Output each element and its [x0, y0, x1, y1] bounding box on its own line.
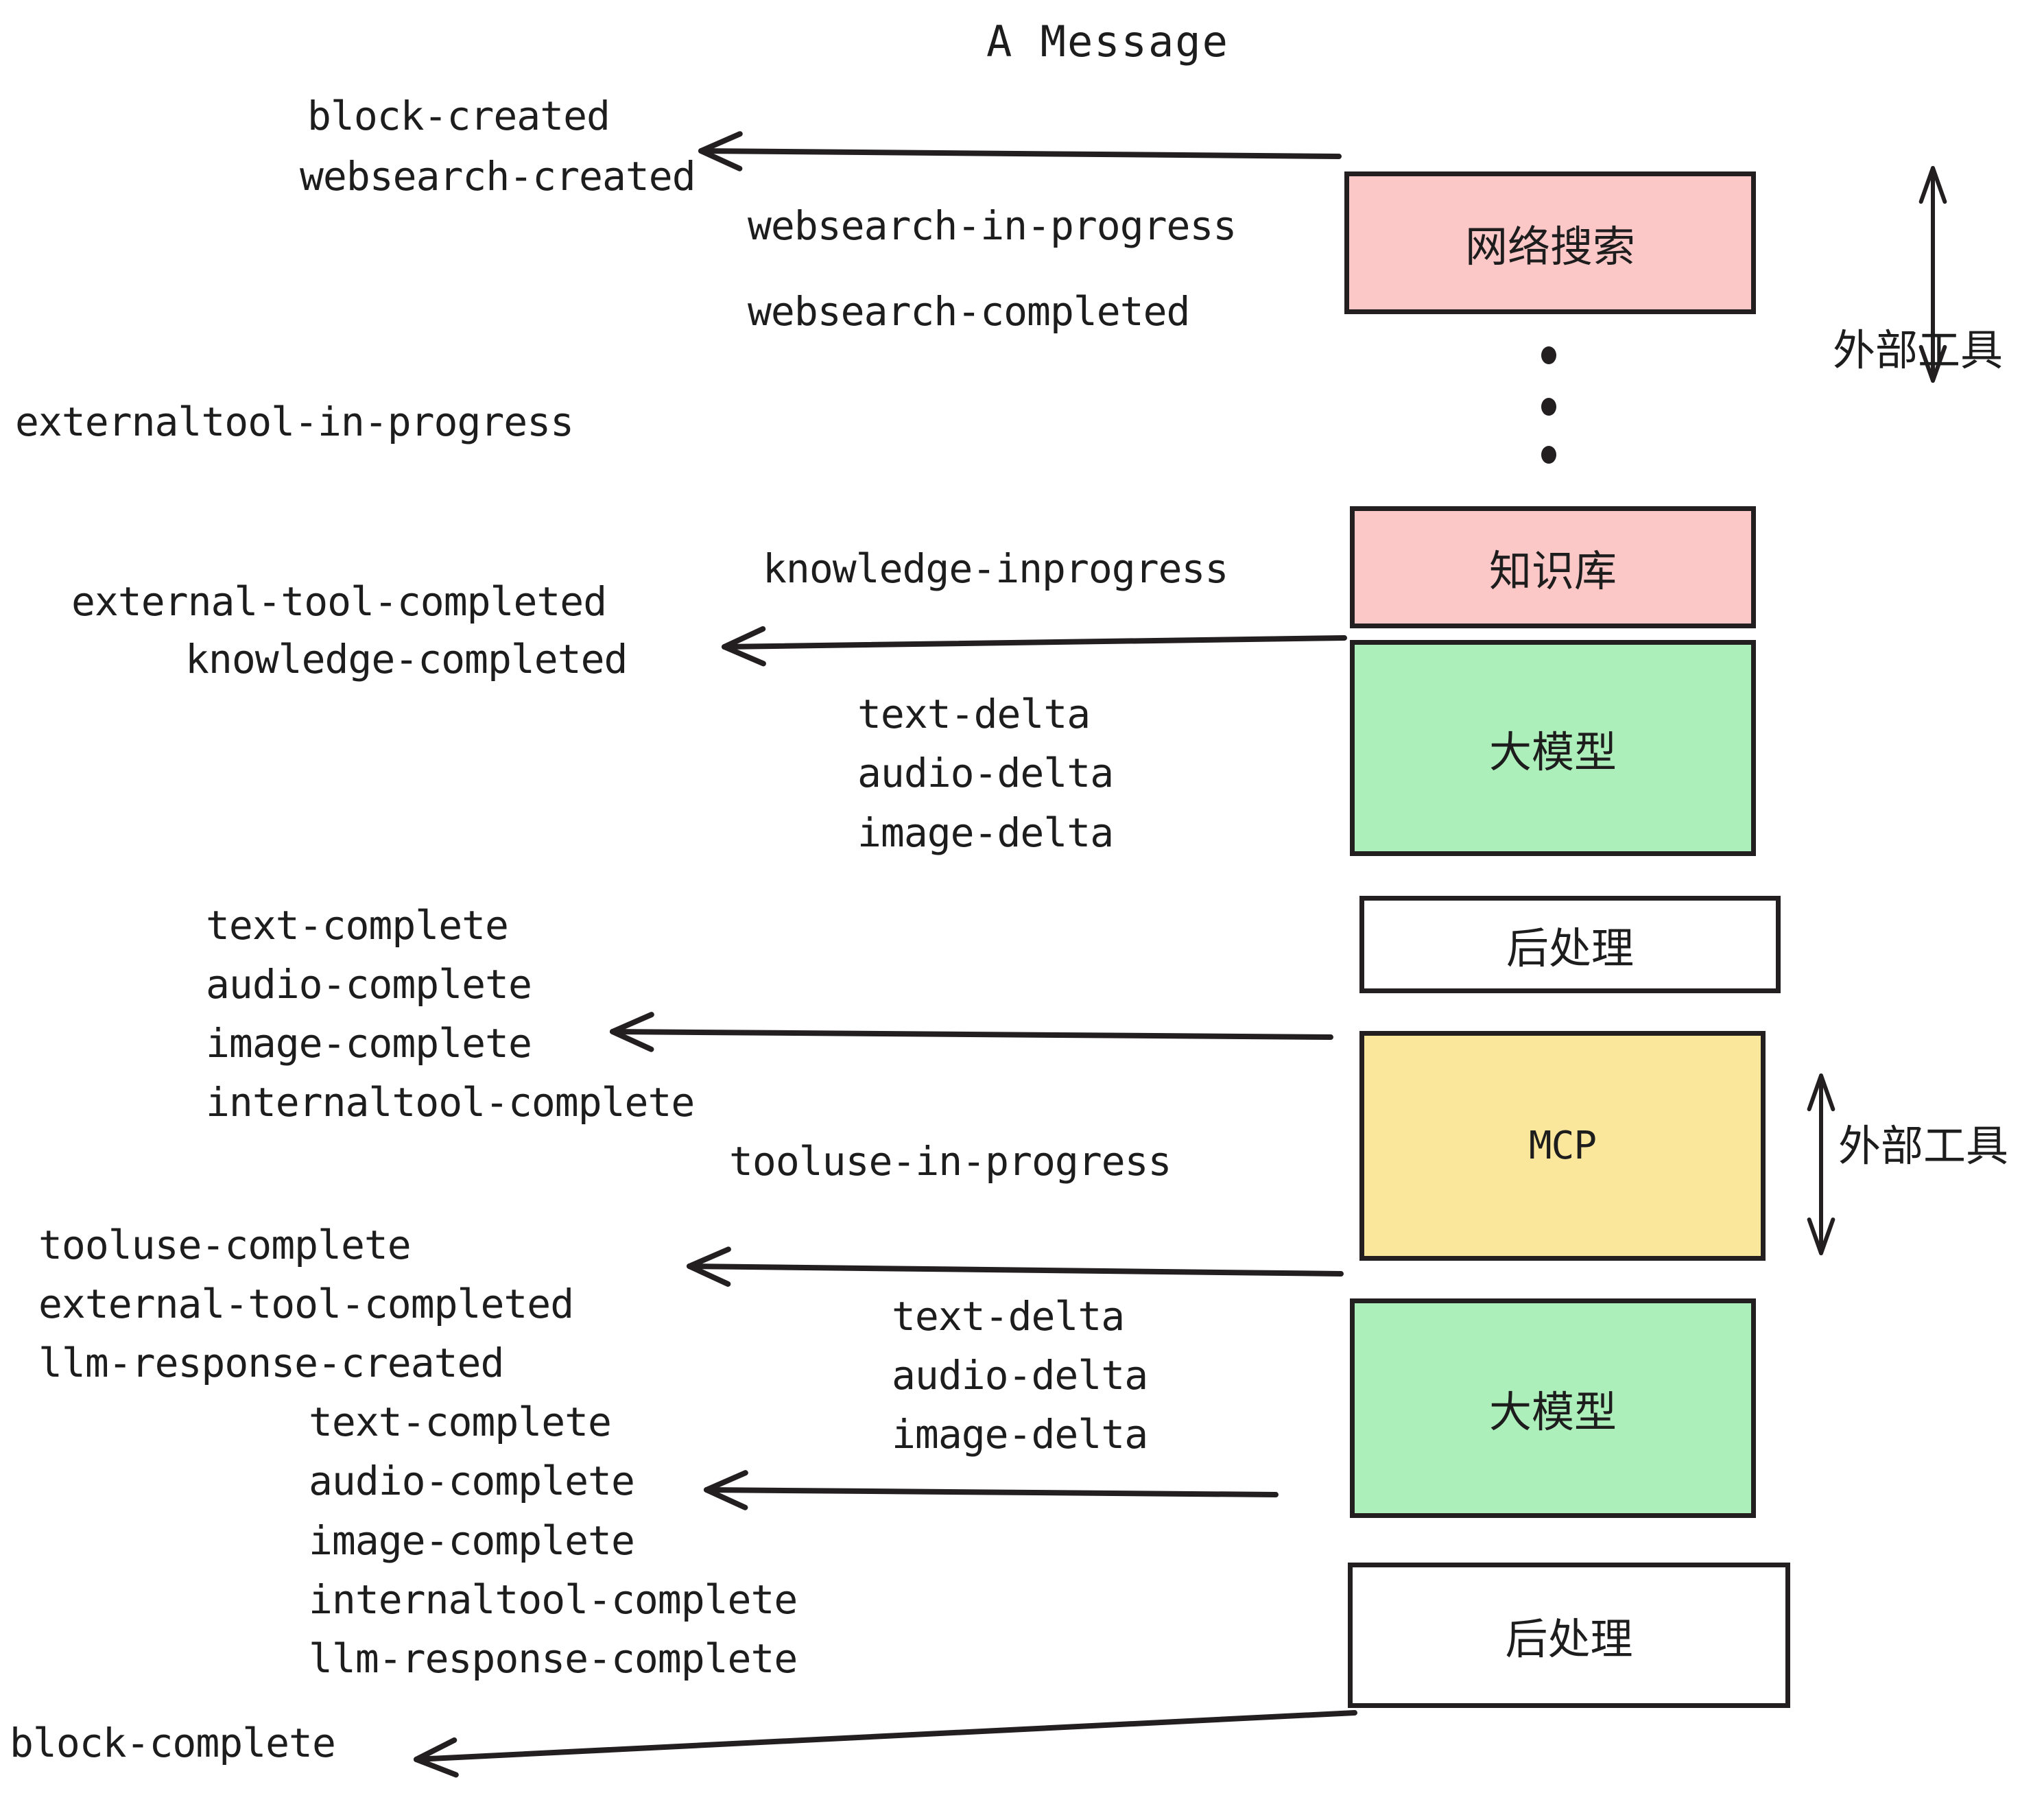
arrow-block-created	[698, 131, 1342, 171]
event-label-text-complete-1: text-complete	[206, 902, 509, 949]
event-label-text-complete-2: text-complete	[309, 1399, 612, 1445]
event-label-knowledge-completed: knowledge-completed	[185, 636, 628, 683]
box-knowledgebase[interactable]: 知识库	[1350, 506, 1756, 628]
arrow-image-complete	[610, 1012, 1333, 1052]
event-label-block-created: block-created	[307, 93, 610, 139]
box-llm-2[interactable]: 大模型	[1350, 1298, 1756, 1518]
event-label-audio-delta-1: audio-delta	[857, 750, 1114, 796]
arrow-block-complete	[414, 1710, 1357, 1778]
box-label-postprocess-1: 后处理	[1506, 923, 1634, 973]
arrow-knowledge	[722, 626, 1347, 667]
box-postprocess-1[interactable]: 后处理	[1359, 896, 1781, 993]
event-label-tooluse-complete: tooluse-complete	[38, 1222, 412, 1268]
box-label-llm-2: 大模型	[1488, 1387, 1617, 1437]
event-label-audio-delta-2: audio-delta	[892, 1352, 1148, 1399]
arrow-audio-complete	[704, 1470, 1279, 1510]
event-label-image-delta-2: image-delta	[892, 1411, 1148, 1458]
event-label-llm-response-created: llm-response-created	[38, 1340, 504, 1386]
event-label-llm-response-complete: llm-response-complete	[309, 1635, 798, 1682]
box-mcp[interactable]: MCP	[1359, 1031, 1766, 1261]
box-postprocess-2[interactable]: 后处理	[1348, 1563, 1790, 1708]
event-label-external-tool-completed-1: external-tool-completed	[71, 578, 607, 625]
event-label-websearch-created: websearch-created	[300, 153, 696, 200]
ext-tools-arrow-bottom	[1807, 1073, 1835, 1255]
event-label-audio-complete-2: audio-complete	[309, 1458, 635, 1504]
event-label-externaltool-in-progress: externaltool-in-progress	[15, 399, 574, 445]
box-label-postprocess-2: 后处理	[1505, 1614, 1633, 1664]
event-label-websearch-completed: websearch-completed	[748, 288, 1190, 335]
box-label-llm-1: 大模型	[1488, 726, 1617, 777]
ellipsis-dot-icon	[1541, 446, 1556, 464]
annotation-external-tools-top: 外部工具	[1833, 325, 2004, 375]
event-label-image-delta-1: image-delta	[857, 809, 1114, 856]
event-label-image-complete-2: image-complete	[309, 1517, 635, 1564]
annotation-external-tools-bottom: 外部工具	[1838, 1121, 2009, 1171]
box-label-websearch: 网络搜索	[1464, 222, 1635, 272]
event-label-block-complete: block-complete	[10, 1720, 336, 1766]
event-label-text-delta-1: text-delta	[857, 691, 1091, 737]
event-label-internaltool-complete-1: internaltool-complete	[206, 1079, 695, 1126]
event-label-tooluse-in-progress: tooluse-in-progress	[729, 1138, 1172, 1185]
ellipsis-dot-icon	[1541, 346, 1556, 364]
event-label-knowledge-inprogress: knowledge-inprogress	[763, 545, 1228, 592]
event-label-image-complete-1: image-complete	[206, 1020, 532, 1067]
event-label-external-tool-completed-2: external-tool-completed	[38, 1281, 574, 1327]
box-llm-1[interactable]: 大模型	[1350, 640, 1756, 856]
event-label-internaltool-complete-2: internaltool-complete	[309, 1576, 798, 1623]
event-label-websearch-in-progress: websearch-in-progress	[748, 202, 1237, 249]
box-label-knowledgebase: 知识库	[1488, 546, 1617, 596]
event-label-text-delta-2: text-delta	[892, 1293, 1125, 1340]
arrow-tooluse-complete	[687, 1246, 1344, 1287]
event-label-audio-complete-1: audio-complete	[206, 961, 532, 1008]
box-label-mcp: MCP	[1528, 1124, 1597, 1168]
box-websearch[interactable]: 网络搜索	[1344, 171, 1756, 314]
ellipsis-dot-icon	[1541, 398, 1556, 416]
page-title: A Message	[986, 16, 1229, 67]
